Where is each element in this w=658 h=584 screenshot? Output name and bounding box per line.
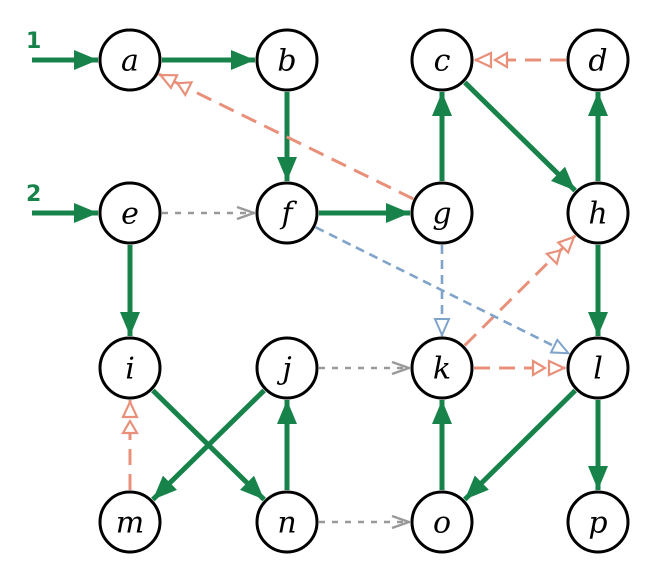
- node-label-b: b: [277, 44, 296, 79]
- node-b: b: [255, 28, 319, 92]
- node-circle-f: [255, 181, 319, 245]
- start-label-2: 2: [26, 182, 41, 207]
- node-circle-l: [566, 336, 630, 400]
- node-a: a: [98, 28, 162, 92]
- node-label-p: p: [588, 506, 607, 541]
- node-circle-g: [410, 181, 474, 245]
- node-circle-h: [566, 181, 630, 245]
- node-circle-j: [255, 336, 319, 400]
- node-label-a: a: [121, 44, 139, 79]
- node-f: f: [255, 181, 319, 245]
- node-label-d: d: [588, 44, 607, 79]
- node-label-h: h: [588, 197, 607, 232]
- node-l: l: [566, 336, 630, 400]
- node-i: i: [98, 336, 162, 400]
- node-circle-k: [410, 336, 474, 400]
- node-p: p: [566, 490, 630, 554]
- node-g: g: [410, 181, 474, 245]
- node-circle-c: [410, 28, 474, 92]
- node-circle-d: [566, 28, 630, 92]
- node-k: k: [410, 336, 474, 400]
- node-label-i: i: [125, 352, 135, 387]
- node-o: o: [410, 490, 474, 554]
- node-m: m: [98, 490, 162, 554]
- node-label-o: o: [433, 506, 451, 541]
- node-e: e: [98, 181, 162, 245]
- edge-c-h-tree: [463, 80, 577, 193]
- node-label-e: e: [121, 197, 139, 232]
- node-label-m: m: [116, 506, 144, 541]
- node-circle-e: [98, 181, 162, 245]
- node-n: n: [255, 490, 319, 554]
- node-circle-n: [255, 490, 319, 554]
- edge-g-a-back: [158, 72, 414, 201]
- edge-k-h-back: [463, 234, 577, 347]
- node-d: d: [566, 28, 630, 92]
- node-circle-o: [410, 490, 474, 554]
- node-label-c: c: [434, 44, 451, 79]
- start-markers-layer: 12: [26, 29, 98, 223]
- node-h: h: [566, 181, 630, 245]
- node-label-k: k: [433, 352, 451, 387]
- nodes-layer: a b c d e f g h i j k l m n o p: [98, 28, 630, 554]
- edge-j-m-tree: [151, 388, 266, 502]
- start-label-1: 1: [26, 29, 41, 54]
- node-circle-a: [98, 28, 162, 92]
- node-j: j: [255, 336, 319, 400]
- node-circle-m: [98, 490, 162, 554]
- edges-layer: [120, 50, 608, 522]
- node-circle-p: [566, 490, 630, 554]
- node-c: c: [410, 28, 474, 92]
- node-circle-i: [98, 336, 162, 400]
- node-label-g: g: [432, 197, 451, 232]
- node-circle-b: [255, 28, 319, 92]
- edge-l-o-tree: [463, 388, 577, 502]
- node-label-l: l: [593, 352, 603, 387]
- node-label-n: n: [277, 506, 296, 541]
